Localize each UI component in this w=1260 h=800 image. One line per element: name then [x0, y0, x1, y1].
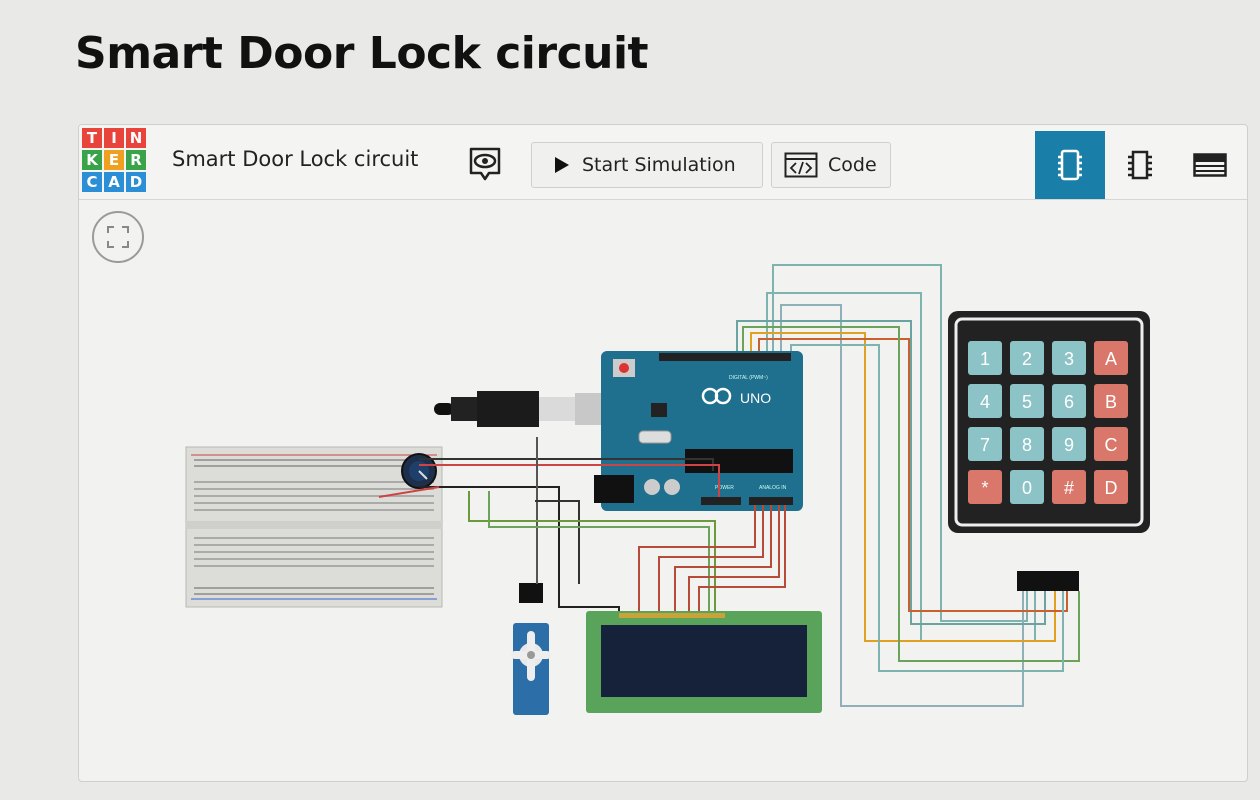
keypad-key-label: B	[1105, 392, 1117, 412]
schematic-view-button[interactable]	[1105, 131, 1175, 199]
keypad-key-0[interactable]: 0	[1010, 470, 1044, 504]
logo-letter: N	[126, 128, 146, 148]
circuit-board-icon	[1058, 149, 1082, 181]
design-name[interactable]: Smart Door Lock circuit	[172, 147, 419, 171]
keypad-key-label: A	[1105, 349, 1117, 369]
keypad-key-4[interactable]: 4	[968, 384, 1002, 418]
usb-cable	[434, 391, 603, 427]
code-icon	[784, 152, 818, 178]
editor-toolbar: T I N K E R C A D Smart Door Lock circui…	[79, 125, 1247, 200]
power-pins-label: POWER	[715, 485, 734, 491]
keypad-key-label: 7	[980, 435, 990, 455]
lcd-display[interactable]	[586, 611, 822, 713]
keypad-key-6[interactable]: 6	[1052, 384, 1086, 418]
logo-letter: C	[82, 172, 102, 192]
page-title: Smart Door Lock circuit	[75, 28, 649, 79]
logo-letter: R	[126, 150, 146, 170]
start-simulation-button[interactable]: Start Simulation	[531, 142, 763, 188]
keypad-key-label: *	[981, 478, 988, 498]
keypad-key-5[interactable]: 5	[1010, 384, 1044, 418]
eye-icon[interactable]	[467, 145, 503, 181]
keypad-key-label: 9	[1064, 435, 1074, 455]
arduino-logo-text: UNO	[740, 390, 771, 406]
breadboard[interactable]	[185, 446, 443, 608]
circuit-view-button[interactable]	[1035, 131, 1105, 199]
wires	[378, 264, 1080, 707]
keypad-key-label: C	[1105, 435, 1118, 455]
logo-letter: A	[104, 172, 124, 192]
start-simulation-label: Start Simulation	[582, 154, 736, 176]
keypad-key-label: 6	[1064, 392, 1074, 412]
code-button[interactable]: Code	[771, 142, 891, 188]
keypad-key-B[interactable]: B	[1094, 384, 1128, 418]
keypad-key-2[interactable]: 2	[1010, 341, 1044, 375]
fullscreen-icon	[107, 226, 129, 248]
arduino-uno[interactable]: UNO DIGITAL (PWM~) POWER ANALOG IN	[594, 351, 803, 511]
circuit-canvas[interactable]: UNO DIGITAL (PWM~) POWER ANALOG IN	[79, 201, 1247, 781]
editor-frame: T I N K E R C A D Smart Door Lock circui…	[78, 124, 1248, 782]
keypad-key-label: 2	[1022, 349, 1032, 369]
digital-pins-label: DIGITAL (PWM~)	[729, 375, 768, 381]
keypad-key-D[interactable]: D	[1094, 470, 1128, 504]
keypad-key-label: 8	[1022, 435, 1032, 455]
keypad-key-label: D	[1105, 478, 1118, 498]
keypad-key-1[interactable]: 1	[968, 341, 1002, 375]
keypad-key-*[interactable]: *	[968, 470, 1002, 504]
keypad-key-label: 0	[1022, 478, 1032, 498]
analog-pins-label: ANALOG IN	[759, 485, 787, 491]
keypad-key-9[interactable]: 9	[1052, 427, 1086, 461]
fit-view-button[interactable]	[92, 211, 144, 263]
keypad-key-7[interactable]: 7	[968, 427, 1002, 461]
logo-letter: E	[104, 150, 124, 170]
chip-icon	[1128, 150, 1152, 180]
keypad-connector	[1017, 571, 1079, 591]
component-list-button[interactable]	[1175, 131, 1245, 199]
keypad-key-A[interactable]: A	[1094, 341, 1128, 375]
logo-letter: I	[104, 128, 124, 148]
keypad-key-#[interactable]: #	[1052, 470, 1086, 504]
keypad-key-C[interactable]: C	[1094, 427, 1128, 461]
keypad-key-label: 4	[980, 392, 990, 412]
keypad-key-label: 3	[1064, 349, 1074, 369]
keypad-key-3[interactable]: 3	[1052, 341, 1086, 375]
keypad-key-label: 5	[1022, 392, 1032, 412]
keypad-key-8[interactable]: 8	[1010, 427, 1044, 461]
logo-letter: D	[126, 172, 146, 192]
servo-motor[interactable]	[511, 583, 551, 715]
keypad-key-label: #	[1064, 478, 1074, 498]
keypad-key-label: 1	[980, 349, 990, 369]
play-icon	[555, 157, 569, 173]
logo-letter: T	[82, 128, 102, 148]
tinkercad-logo[interactable]: T I N K E R C A D	[82, 128, 146, 192]
logo-letter: K	[82, 150, 102, 170]
list-table-icon	[1193, 153, 1227, 177]
code-label: Code	[828, 154, 877, 176]
